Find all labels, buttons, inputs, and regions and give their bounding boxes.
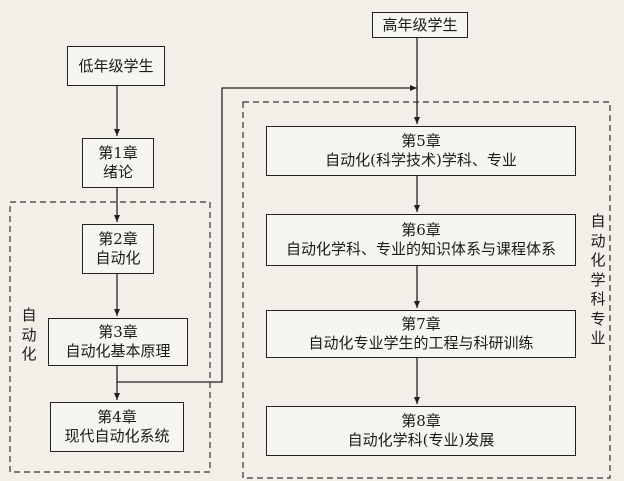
- node-chapter-7: 第7章 自动化专业学生的工程与科研训练: [266, 310, 576, 358]
- node-label: 低年级学生: [78, 56, 154, 75]
- arrow-left-to-right: [117, 85, 417, 383]
- chapter-number: 第6章: [401, 221, 441, 240]
- chapter-number: 第8章: [401, 412, 441, 431]
- chapter-number: 第4章: [97, 408, 137, 427]
- chapter-title: 现代自动化系统: [64, 427, 170, 445]
- node-chapter-4: 第4章 现代自动化系统: [50, 402, 184, 452]
- node-chapter-3: 第3章 自动化基本原理: [48, 318, 188, 366]
- node-chapter-2: 第2章 自动化: [82, 224, 154, 274]
- chapter-title: 自动化专业学生的工程与科研训练: [308, 334, 534, 352]
- chapter-number: 第2章: [98, 230, 138, 249]
- chapter-number: 第7章: [401, 315, 441, 334]
- chapter-title: 自动化学科(专业)发展: [347, 431, 495, 449]
- node-label: 高年级学生: [382, 15, 458, 34]
- group-label-automation: 自动化: [21, 306, 37, 363]
- node-chapter-5: 第5章 自动化(科学技术)学科、专业: [266, 126, 576, 176]
- chapter-number: 第1章: [98, 144, 138, 163]
- group-frame-left: [9, 201, 211, 473]
- node-chapter-6: 第6章 自动化学科、专业的知识体系与课程体系: [266, 214, 576, 266]
- chapter-number: 第5章: [401, 132, 441, 151]
- group-label-automation-discipline: 自动化学科专业: [590, 212, 606, 347]
- chapter-title: 自动化: [95, 249, 141, 267]
- group-frame-right: [242, 101, 611, 479]
- node-high-grade-students: 高年级学生: [372, 12, 468, 38]
- chapter-number: 第3章: [98, 323, 138, 342]
- chapter-title: 自动化(科学技术)学科、专业: [325, 151, 517, 169]
- node-chapter-8: 第8章 自动化学科(专业)发展: [266, 406, 576, 456]
- chapter-title: 自动化学科、专业的知识体系与课程体系: [285, 240, 556, 258]
- chapter-title: 自动化基本原理: [65, 342, 171, 360]
- node-low-grade-students: 低年级学生: [67, 46, 165, 86]
- node-chapter-1: 第1章 绪论: [82, 138, 154, 188]
- chapter-title: 绪论: [102, 163, 133, 181]
